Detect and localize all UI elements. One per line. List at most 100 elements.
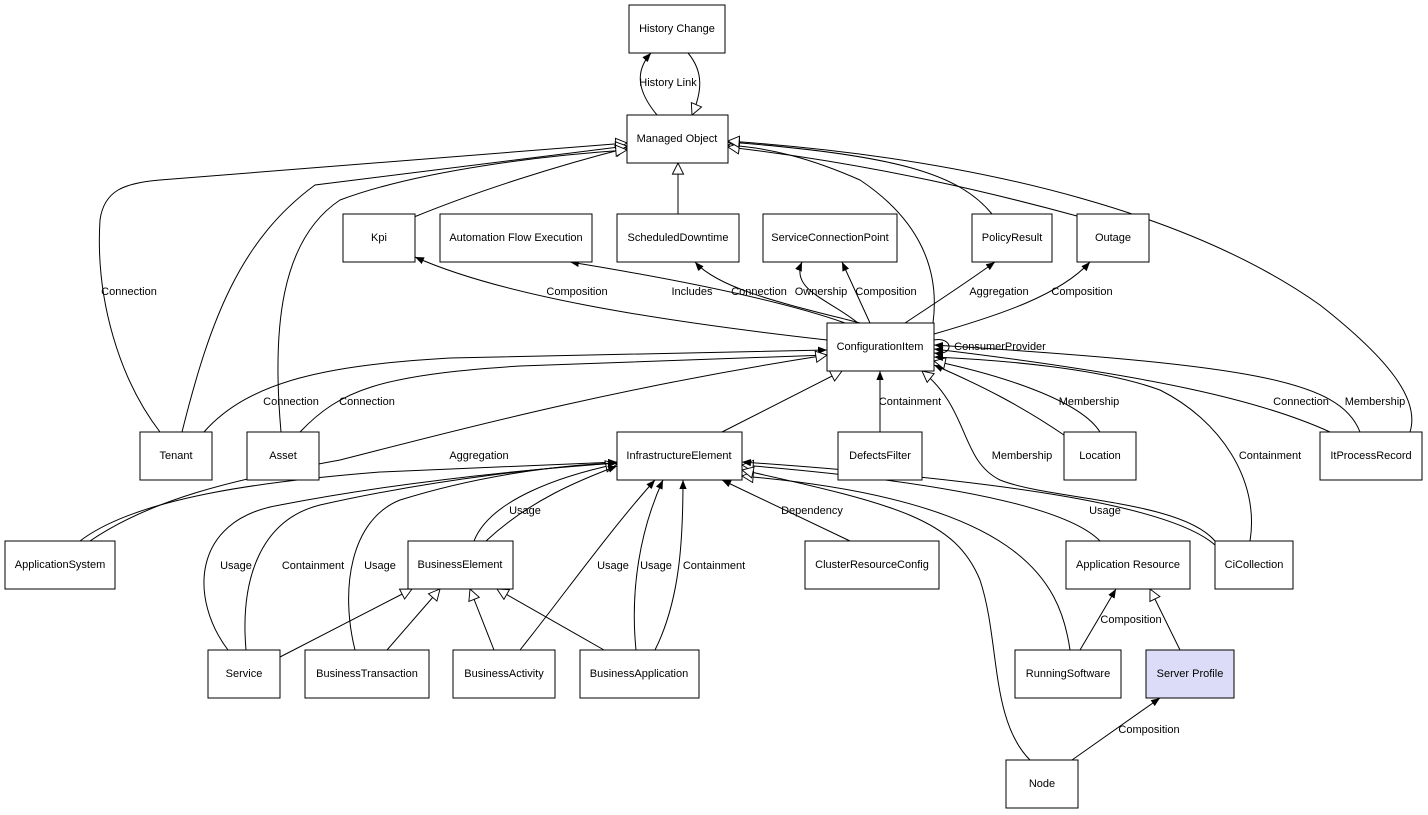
edge-line <box>934 361 1101 433</box>
node-asset: Asset <box>246 431 320 481</box>
node-location: Location <box>1063 431 1137 481</box>
edge-line <box>386 589 440 651</box>
node-application-system: ApplicationSystem <box>4 540 116 590</box>
edge-label: Dependency <box>781 505 843 517</box>
edge-e-be-ie-usage: Usage <box>485 465 618 542</box>
node-label: ConfigurationItem <box>837 341 924 353</box>
edge-line <box>413 148 627 218</box>
node-label: BusinessElement <box>418 559 503 571</box>
node-it-process-record: ItProcessRecord <box>1319 431 1423 481</box>
node-label: BusinessActivity <box>464 668 544 680</box>
edge-line <box>742 470 1031 761</box>
edge-line <box>299 351 828 433</box>
edge-e-bt-be <box>386 589 440 651</box>
edge-e-tenant-ci: Connection <box>203 346 828 433</box>
edge-label: Containment <box>683 560 745 572</box>
node-label: Managed Object <box>637 133 718 145</box>
edge-e-cic-ci-mem: Membership <box>922 371 1216 542</box>
node-scheduled-downtime: ScheduledDowntime <box>616 213 740 263</box>
edge-line <box>933 339 950 358</box>
edge-label: Usage <box>364 560 396 572</box>
node-managed-object: Managed Object <box>626 114 729 164</box>
edge-e-crc-ie: Dependency <box>721 479 851 542</box>
edge-e-ci-kpi: Composition <box>414 256 828 341</box>
edge-e-bapp-ie-usage: Usage <box>633 479 672 651</box>
edge-line <box>721 479 851 542</box>
edge-label: Usage <box>640 560 672 572</box>
edge-line <box>795 261 859 324</box>
node-label: BusinessTransaction <box>316 668 418 680</box>
edge-e-node-sp: Composition <box>1071 697 1180 761</box>
node-label: Service <box>226 668 263 680</box>
node-label: Asset <box>269 450 297 462</box>
edge-line <box>348 459 618 651</box>
edge-e-ba-be <box>470 589 495 651</box>
edge-label: Includes <box>672 286 713 298</box>
node-label: InfrastructureElement <box>626 450 731 462</box>
edge-line <box>633 479 664 651</box>
edge-e-hist-inherit <box>687 52 700 115</box>
edge-line <box>904 261 996 324</box>
node-label: Location <box>1079 450 1121 462</box>
edge-e-ci-sched: Connection <box>694 261 861 324</box>
edge-label: ConsumerProvider <box>954 341 1046 353</box>
edge-line <box>728 147 1078 217</box>
edge-line <box>279 589 412 658</box>
edge-label: Connection <box>1273 396 1329 408</box>
node-tenant: Tenant <box>139 431 213 481</box>
edge-label: Connection <box>731 286 787 298</box>
edge-label: Aggregation <box>969 286 1028 298</box>
edge-line <box>728 141 1413 433</box>
edge-e-ci-scp-comp: Composition <box>841 261 917 324</box>
edge-e-itpr-mo <box>728 141 1413 433</box>
node-running-software: RunningSoftware <box>1014 649 1122 699</box>
edge-line <box>933 346 1331 433</box>
edge-e-node-ie <box>742 470 1031 761</box>
edge-line <box>181 146 627 433</box>
node-history-change: History Change <box>628 4 726 54</box>
edge-e-rs-ar: Composition <box>1079 588 1162 651</box>
node-configuration-item: ConfigurationItem <box>826 322 935 372</box>
node-business-application: BusinessApplication <box>579 649 700 699</box>
edge-line <box>933 353 1252 542</box>
edge-e-ci-afe: Includes <box>569 259 846 324</box>
node-label: PolicyResult <box>982 232 1043 244</box>
edge-line <box>933 364 1065 436</box>
edge-label: Membership <box>1345 396 1406 408</box>
edge-line <box>1079 588 1117 651</box>
edge-label: Usage <box>509 505 541 517</box>
node-node: Node <box>1005 759 1079 809</box>
edge-e-asset-ci: Connection <box>299 351 828 433</box>
edge-e-ci-mo <box>728 145 935 324</box>
edge-e-be-ie <box>473 464 617 542</box>
edge-line <box>741 459 1216 546</box>
node-label: ScheduledDowntime <box>628 232 729 244</box>
node-label: Application Resource <box>1076 559 1180 571</box>
edge-e-asset-mo <box>277 150 627 433</box>
edge-label: Usage <box>597 560 629 572</box>
edge-label: Ownership <box>795 286 848 298</box>
node-cluster-resource-config: ClusterResourceConfig <box>804 540 940 590</box>
edge-line <box>742 476 1071 651</box>
edge-e-kpi-mo <box>413 148 627 218</box>
node-infrastructure-element: InfrastructureElement <box>616 431 743 481</box>
edge-label: Membership <box>1059 396 1120 408</box>
node-label: Outage <box>1095 232 1131 244</box>
edge-label: Usage <box>1089 505 1121 517</box>
edge-line <box>922 371 1216 542</box>
edge-line <box>639 52 658 116</box>
edge-e-ci-scp-own: Ownership <box>795 261 859 324</box>
node-label: DefectsFilter <box>849 450 911 462</box>
node-policy-result: PolicyResult <box>971 213 1053 263</box>
edge-line <box>470 589 495 651</box>
edge-e-bt-ie: Usage <box>348 459 618 651</box>
edge-e-as-ie <box>79 458 618 542</box>
edge-e-outage-mo <box>728 147 1078 217</box>
edge-line <box>742 465 1101 542</box>
edge-line <box>841 261 871 324</box>
node-outage: Outage <box>1076 213 1150 263</box>
node-automation-flow-execution: Automation Flow Execution <box>439 213 593 263</box>
node-business-activity: BusinessActivity <box>452 649 556 699</box>
edge-e-sp-ar <box>1150 589 1181 651</box>
